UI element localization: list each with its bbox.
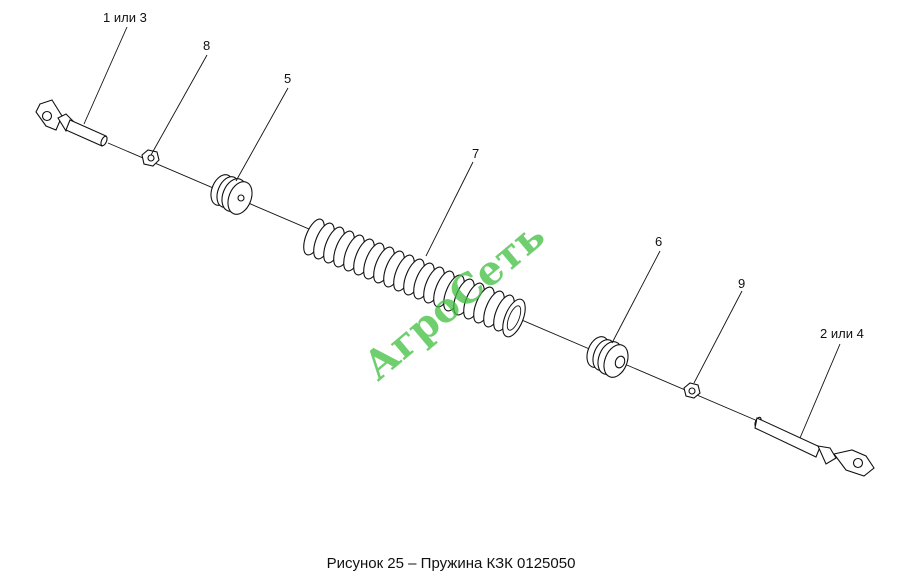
- coil-spring-7: [303, 218, 526, 338]
- leader-line-1: [83, 26, 128, 125]
- leader-line-7: [425, 161, 474, 257]
- leader-line-9: [693, 290, 743, 384]
- callout-1: 1 или 3: [103, 10, 147, 25]
- callout-7: 7: [472, 146, 479, 161]
- leader-line-6: [611, 250, 661, 344]
- callout-9: 9: [738, 276, 745, 291]
- callout-6: 6: [655, 234, 662, 249]
- spring-cup-6: [586, 336, 629, 378]
- nut-9: [683, 382, 701, 399]
- callout-8: 8: [203, 38, 210, 53]
- leader-line-8: [150, 54, 208, 156]
- callout-5: 5: [284, 71, 291, 86]
- leader-line-5: [235, 87, 289, 182]
- leader-line-2: [799, 343, 841, 439]
- eye-rod-left: [35, 99, 108, 147]
- eye-rod-right: [754, 416, 875, 477]
- figure-caption: Рисунок 25 – Пружина КЗК 0125050: [326, 555, 576, 572]
- nut-8: [141, 149, 160, 167]
- callout-2: 2 или 4: [820, 326, 864, 341]
- spring-cup-5: [210, 174, 253, 215]
